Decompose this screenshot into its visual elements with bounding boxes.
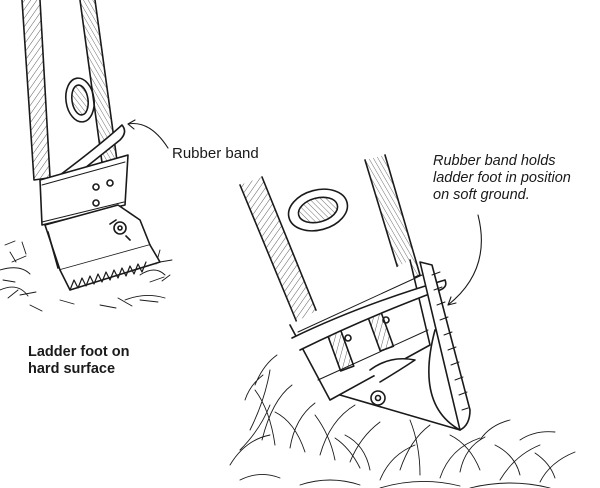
- rubber-band-label: Rubber band: [172, 145, 259, 162]
- right-callout-arrow: [448, 215, 481, 305]
- left-callout-arrow: [128, 124, 168, 149]
- right-ladder-foot: [230, 155, 575, 488]
- soft-ground-label: Rubber band holds ladder foot in positio…: [433, 153, 571, 204]
- left-ladder-foot: [0, 0, 172, 311]
- hard-surface-caption: Ladder foot on hard surface: [28, 344, 130, 378]
- right-grass: [230, 355, 575, 488]
